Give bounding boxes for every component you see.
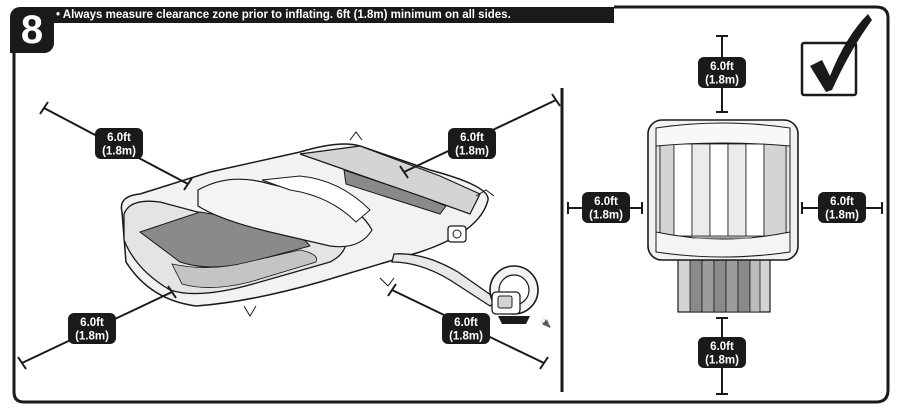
clearance-meters: (1.8m) [589,210,623,222]
instruction-text: • Always measure clearance zone prior to… [56,9,511,21]
clearance-meters: (1.8m) [455,146,489,158]
clearance-meters: (1.8m) [825,210,859,222]
clearance-label-left-bottom-right: 6.0ft (1.8m) [442,313,490,344]
clearance-label-left-top: 6.0ft (1.8m) [95,128,143,159]
pump-plug-icon: 🔌 [540,317,551,328]
pump-hose [391,253,500,307]
clearance-feet: 6.0ft [80,317,104,329]
clearance-label-left-bottom: 6.0ft (1.8m) [68,313,116,344]
panel-frame [12,5,890,404]
pool-top-view [647,119,799,313]
clearance-meters: (1.8m) [705,355,739,367]
clearance-feet: 6.0ft [830,196,854,208]
clearance-meters: (1.8m) [705,75,739,87]
clearance-label-right-top: 6.0ft (1.8m) [698,57,746,88]
clearance-label-right-right: 6.0ft (1.8m) [818,192,866,223]
clearance-label-right-left: 6.0ft (1.8m) [582,192,630,223]
step-number: 8 [20,8,44,52]
step-number-badge: 8 [10,7,54,53]
instruction-header-bar [52,7,614,23]
pool-valve [447,225,467,243]
clearance-feet: 6.0ft [460,132,484,144]
clearance-label-left-right: 6.0ft (1.8m) [448,128,496,159]
clearance-meters: (1.8m) [75,331,109,343]
clearance-feet: 6.0ft [454,317,478,329]
clearance-label-right-bottom: 6.0ft (1.8m) [698,337,746,368]
clearance-feet: 6.0ft [710,341,734,353]
clearance-meters: (1.8m) [449,331,483,343]
clearance-feet: 6.0ft [710,61,734,73]
checkmark-icon [800,14,872,97]
clearance-feet: 6.0ft [107,132,131,144]
clearance-feet: 6.0ft [594,196,618,208]
clearance-meters: (1.8m) [102,146,136,158]
inflating-pool-illustration: 🔌 [120,131,551,328]
air-pump: 🔌 [489,265,551,328]
